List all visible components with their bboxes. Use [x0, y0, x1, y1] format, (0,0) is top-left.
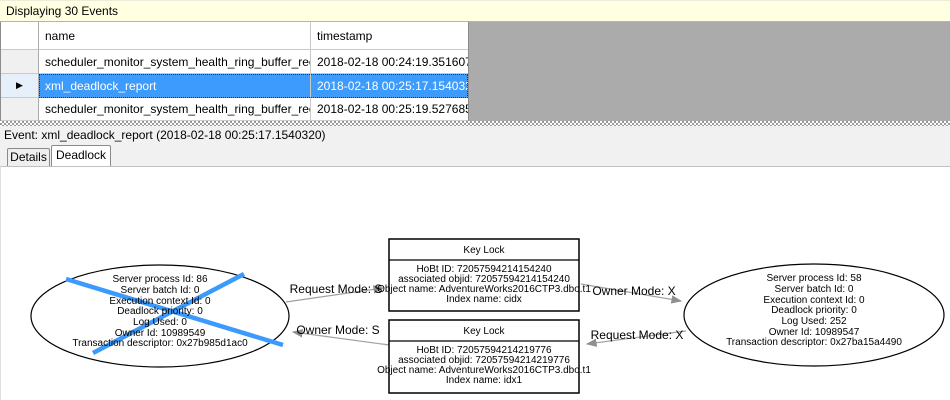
edge-request-mode-x — [585, 330, 687, 347]
svg-text:Object name: AdventureWorks201: Object name: AdventureWorks2016CTP3.dbo.… — [377, 284, 591, 295]
svg-text:Index name: cidx: Index name: cidx — [446, 294, 522, 305]
svg-text:Server process Id: 86: Server process Id: 86 — [112, 274, 207, 285]
table-row[interactable]: scheduler_monitor_system_health_ring_buf… — [1, 50, 468, 74]
event-name-cell[interactable]: scheduler_monitor_system_health_ring_buf… — [39, 50, 311, 74]
row-selector-header — [1, 22, 39, 50]
row-selector-cell[interactable] — [1, 50, 39, 74]
svg-text:Log Used: 0: Log Used: 0 — [133, 317, 187, 328]
victim-cross-icon — [65, 272, 284, 355]
svg-text:Key Lock: Key Lock — [463, 326, 505, 337]
svg-text:Execution context Id: 0: Execution context Id: 0 — [763, 295, 865, 306]
svg-text:Deadlock priority: 0: Deadlock priority: 0 — [771, 305, 857, 316]
svg-text:Owner Id: 10989547: Owner Id: 10989547 — [769, 327, 860, 338]
current-row-indicator-icon: ▶ — [16, 80, 23, 90]
event-name-cell[interactable]: xml_deadlock_report — [39, 74, 311, 98]
events-count-banner: Displaying 30 Events — [0, 0, 950, 22]
svg-text:HoBt ID: 72057594214154240: HoBt ID: 72057594214154240 — [416, 264, 552, 275]
detail-tab-strip: Details Deadlock — [0, 144, 950, 166]
svg-text:Server batch Id: 0: Server batch Id: 0 — [121, 285, 200, 296]
deadlock-graph: Server process Id: 86 Server batch Id: 0… — [30, 238, 945, 394]
grid-header-row: name timestamp — [1, 22, 468, 50]
svg-text:HoBt ID: 72057594214219776: HoBt ID: 72057594214219776 — [416, 345, 552, 356]
events-grid-table: name timestamp scheduler_monitor_system_… — [0, 22, 469, 121]
edge-label-owner-mode-x: Owner Mode: X — [592, 284, 675, 298]
svg-text:associated objid: 720575942141: associated objid: 72057594214154240 — [398, 274, 570, 285]
svg-text:Execution context Id: 0: Execution context Id: 0 — [109, 296, 211, 307]
row-selector-cell[interactable]: ▶ — [1, 74, 39, 98]
grid-detail-splitter[interactable] — [0, 121, 950, 126]
tab-details[interactable]: Details — [7, 148, 50, 166]
edge-label-owner-mode-s: Owner Mode: S — [296, 323, 379, 337]
deadlock-graph-panel: Server process Id: 86 Server batch Id: 0… — [0, 166, 950, 400]
event-name-cell[interactable]: scheduler_monitor_system_health_ring_buf… — [39, 98, 311, 121]
svg-text:Object name: AdventureWorks201: Object name: AdventureWorks2016CTP3.dbo.… — [377, 365, 591, 376]
svg-text:Deadlock priority: 0: Deadlock priority: 0 — [117, 306, 203, 317]
svg-text:Server process Id: 58: Server process Id: 58 — [766, 273, 861, 284]
edge-owner-mode-s — [291, 329, 390, 346]
svg-text:Log Used: 252: Log Used: 252 — [781, 316, 846, 327]
edge-owner-mode-x — [580, 283, 683, 304]
events-grid: name timestamp scheduler_monitor_system_… — [0, 22, 950, 121]
process-node-left-text: Server process Id: 86 Server batch Id: 0… — [72, 274, 248, 349]
edge-request-mode-s — [285, 285, 385, 303]
svg-text:Owner Id: 10989549: Owner Id: 10989549 — [115, 328, 206, 339]
svg-text:Key Lock: Key Lock — [463, 245, 505, 256]
svg-text:Server batch Id: 0: Server batch Id: 0 — [775, 284, 854, 295]
svg-text:Transaction descriptor: 0x27ba: Transaction descriptor: 0x27ba15a4490 — [726, 337, 902, 348]
resource-node-top[interactable]: Key Lock HoBt ID: 72057594214154240 asso… — [377, 238, 591, 312]
selected-event-label: Event: xml_deadlock_report (2018-02-18 0… — [0, 126, 950, 144]
event-timestamp-cell[interactable]: 2018-02-18 00:25:17.1540320 — [311, 74, 468, 98]
table-row[interactable]: ▶ xml_deadlock_report 2018-02-18 00:25:1… — [1, 74, 468, 98]
edge-label-request-mode-x: Request Mode: X — [591, 328, 684, 342]
svg-text:associated objid: 720575942142: associated objid: 72057594214219776 — [398, 355, 570, 366]
process-node-right-text: Server process Id: 58 Server batch Id: 0… — [726, 273, 902, 348]
row-selector-cell[interactable] — [1, 98, 39, 121]
process-node-right[interactable] — [683, 263, 945, 367]
column-header-name[interactable]: name — [39, 22, 311, 50]
tab-deadlock[interactable]: Deadlock — [51, 145, 111, 166]
svg-text:Index name: idx1: Index name: idx1 — [446, 375, 523, 386]
event-timestamp-cell[interactable]: 2018-02-18 00:24:19.3516078 — [311, 50, 468, 74]
svg-text:Transaction descriptor: 0x27b9: Transaction descriptor: 0x27b985d1ac0 — [72, 338, 248, 349]
column-header-timestamp[interactable]: timestamp — [311, 22, 468, 50]
selected-row-content[interactable]: xml_deadlock_report 2018-02-18 00:25:17.… — [39, 74, 468, 98]
edge-label-request-mode-s: Request Mode: S — [290, 282, 383, 296]
table-row[interactable]: scheduler_monitor_system_health_ring_buf… — [1, 98, 468, 121]
event-timestamp-cell[interactable]: 2018-02-18 00:25:19.5276859 — [311, 98, 468, 121]
resource-node-bottom[interactable]: Key Lock HoBt ID: 72057594214219776 asso… — [377, 319, 591, 394]
